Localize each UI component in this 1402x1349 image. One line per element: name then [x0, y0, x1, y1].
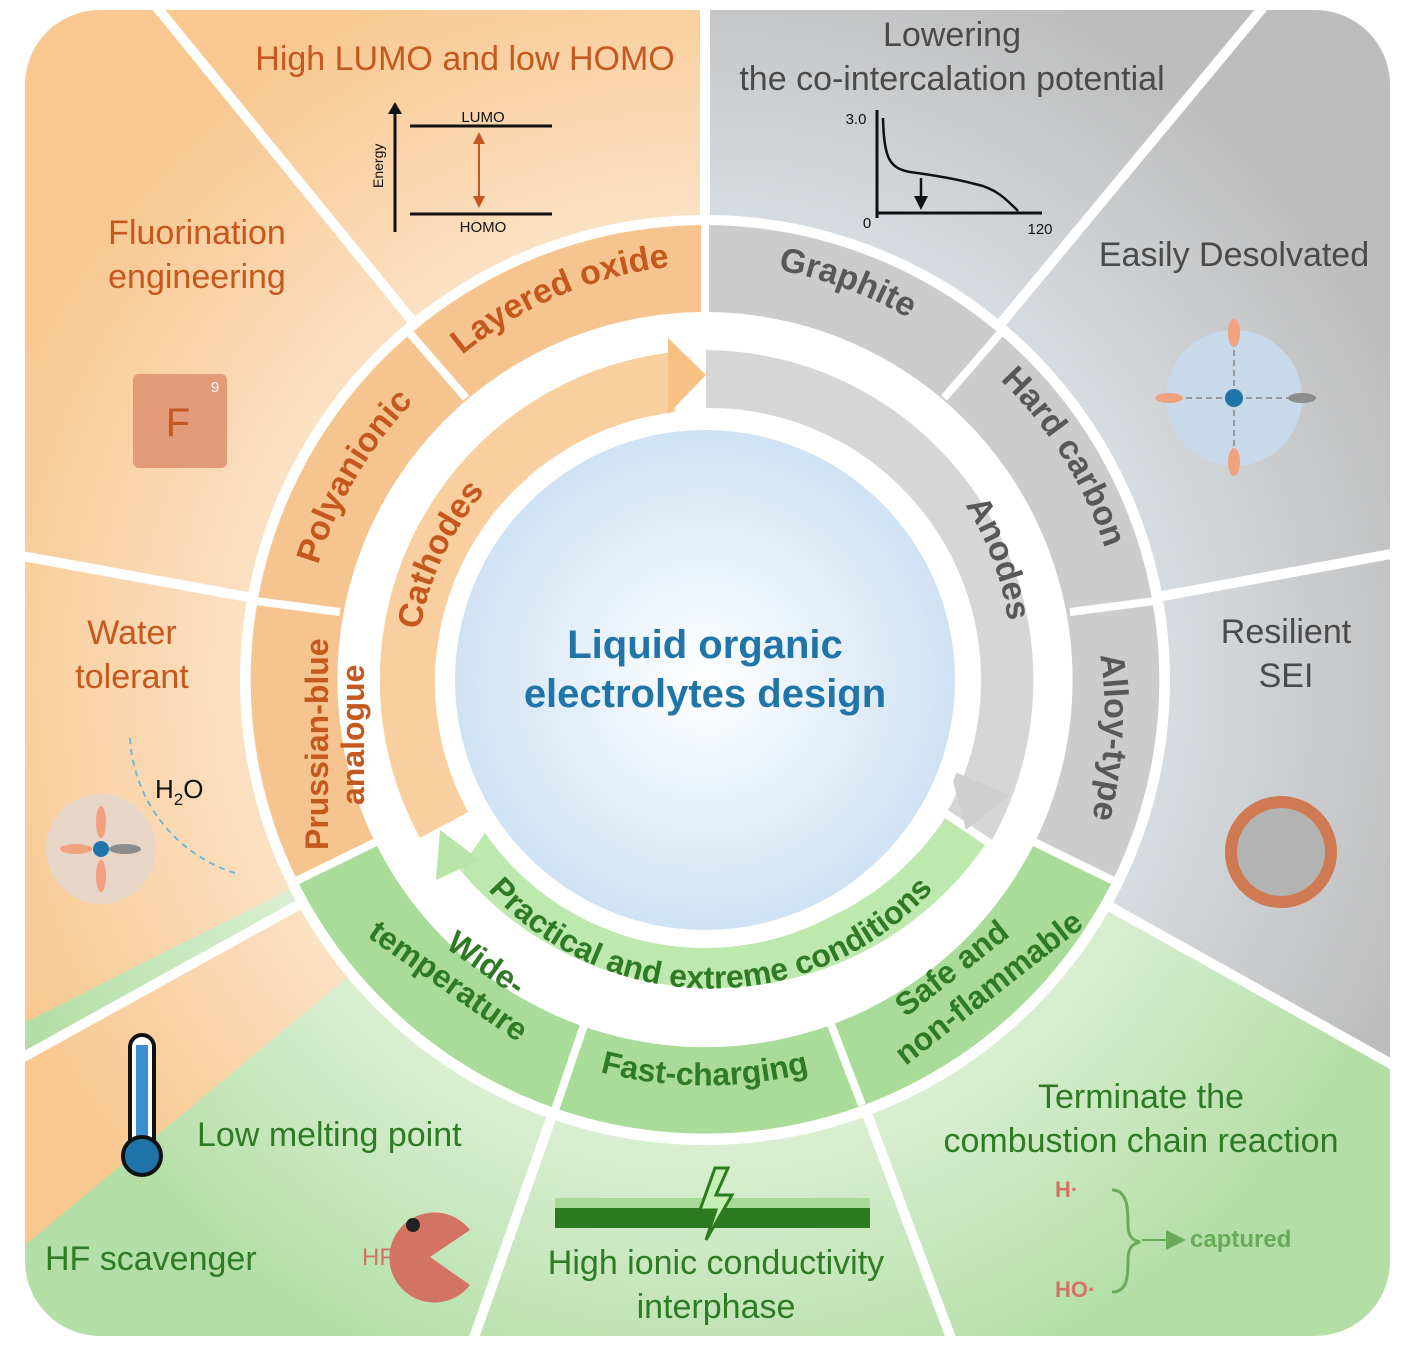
energy-label: Energy [370, 144, 386, 188]
fluorination-line1: Fluorination [108, 214, 286, 252]
outer-ring-orange-band [250, 225, 705, 880]
center-title-line1: Liquid organic [567, 623, 843, 667]
sei-line2: SEI [1259, 657, 1314, 695]
lightning-icon [697, 1166, 735, 1241]
anodes-band [706, 350, 1034, 840]
label-prussian: Prussian-blue analogue [299, 638, 371, 850]
radical-h: H· [1055, 1177, 1078, 1202]
hf-badge: HF [362, 1244, 394, 1271]
radical-ho: HO· [1055, 1277, 1095, 1302]
panel-water: Water tolerant H2O [46, 614, 236, 904]
panel-desolvated: Easily Desolvated [1099, 236, 1369, 476]
panel-low-melting: Low melting point [121, 1033, 462, 1177]
cointercalation-line1: Lowering [883, 16, 1021, 54]
panel-combustion: Terminate the combustion chain reaction … [943, 1078, 1338, 1302]
sei-particle [1225, 796, 1337, 908]
label-prussian-line1: Prussian-blue [299, 638, 335, 850]
center-circle [455, 430, 955, 930]
low-melting-label: Low melting point [197, 1116, 462, 1154]
water-line1: Water [87, 614, 176, 652]
water-line2: tolerant [75, 658, 189, 696]
fluorine-symbol: F [166, 401, 190, 445]
combustion-line2: combustion chain reaction [943, 1122, 1338, 1160]
panel-homo-lumo: High LUMO and low HOMO LUMO HOMO Energy [255, 40, 674, 236]
cathodes-band [379, 352, 675, 838]
center-title-line2: electrolytes design [524, 672, 886, 716]
conditions-band [460, 818, 985, 989]
capacity-tick-start: 0 [863, 215, 871, 232]
panel-cointercalation: Lowering the co-intercalation potential … [739, 16, 1164, 238]
energy-axis-arrow [388, 102, 402, 114]
water-barrier-curve [129, 737, 236, 874]
captured-label: captured [1190, 1226, 1291, 1253]
panel-conductivity: High ionic conductivity interphase [548, 1166, 884, 1326]
anodes-arrowhead [950, 770, 1010, 830]
lumo-label: LUMO [461, 109, 504, 126]
pacman-icon [389, 1212, 470, 1303]
outer-ring-gray-band [705, 225, 1160, 880]
voltage-curve [881, 117, 1019, 212]
homo-lumo-title: High LUMO and low HOMO [255, 40, 674, 78]
lowering-arrow [914, 196, 928, 210]
panel-hf: HF scavenger HF [45, 1212, 470, 1303]
conductivity-line1: High ionic conductivity [548, 1244, 884, 1282]
panel-sei: Resilient SEI [1221, 613, 1352, 908]
sei-line1: Resilient [1221, 613, 1352, 651]
inner-ring [345, 320, 1065, 1040]
desolvated-label: Easily Desolvated [1099, 236, 1369, 274]
homo-label: HOMO [460, 219, 507, 236]
brace [1111, 1188, 1141, 1294]
conditions-arrowhead [436, 830, 480, 880]
label-prussian-line2: analogue [335, 665, 371, 805]
cation-dot [93, 841, 109, 857]
voltage-tick-top: 3.0 [846, 111, 867, 128]
conductivity-line2: interphase [637, 1288, 796, 1326]
h2o-label: H2O [155, 774, 203, 809]
capacity-tick-end: 120 [1027, 221, 1052, 238]
cointercalation-line2: the co-intercalation potential [739, 60, 1164, 98]
fluorine-element-tile [133, 374, 227, 468]
cathodes-arrowhead [668, 338, 706, 414]
desolvated-cation [1225, 389, 1243, 407]
panel-fluorination: Fluorination engineering F 9 [108, 214, 286, 468]
fluorine-atomic-number: 9 [211, 379, 219, 396]
combustion-line1: Terminate the [1038, 1078, 1244, 1116]
outer-ring-green-band [297, 842, 1113, 1134]
hf-label: HF scavenger [45, 1240, 257, 1278]
fluorination-line2: engineering [108, 258, 286, 296]
